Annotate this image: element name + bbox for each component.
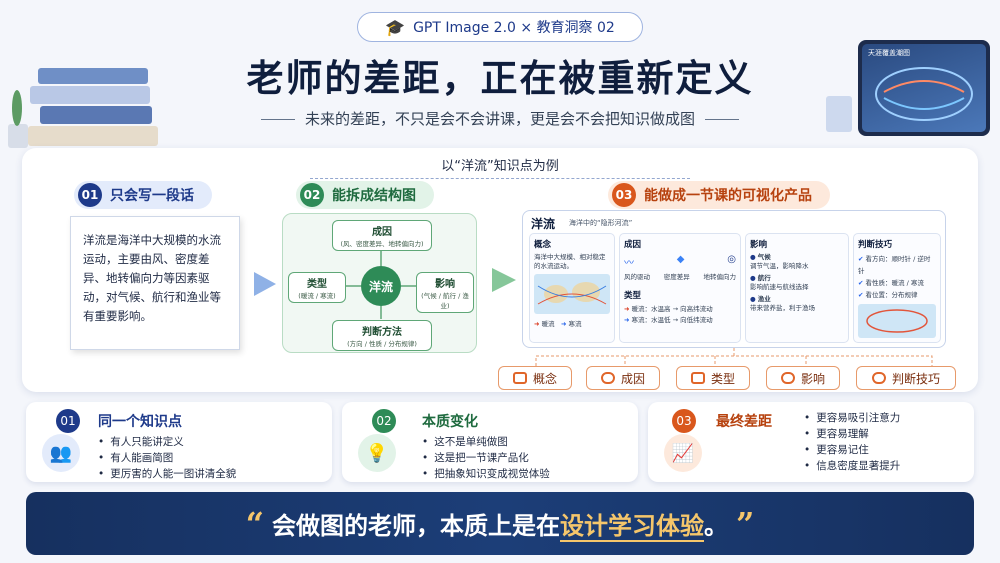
step-2-label: 能拆成结构图: [332, 188, 416, 204]
fish-icon: ●: [750, 295, 756, 303]
mind-map-cause: 成因(风、密度差异、地转偏向力): [332, 220, 432, 251]
product-skills: 判断技巧 ✔ 看方向：顺时针 / 逆时针 ✔ 看性质：暖流 / 寒流 ✔ 看位置…: [853, 233, 941, 343]
globe-icon: ◎: [727, 254, 736, 265]
product-subtitle: 海洋中的“隐形河流”: [569, 219, 633, 227]
insight-2-number: 02: [372, 409, 396, 433]
graduation-cap-icon: 🎓: [385, 17, 406, 37]
wind-icon: 〰: [624, 258, 634, 269]
book-icon: [512, 372, 527, 384]
ocean-circulation-map-icon: [858, 304, 936, 338]
insight-1-number: 01: [56, 409, 80, 433]
thermometer-icon: ●: [750, 253, 756, 261]
product-title: 洋流: [531, 217, 556, 231]
insight-card-1: 01 同一个知识点 👥 有人只能讲定义有人能画简图更厉害的人能一图讲清全貌: [26, 402, 332, 482]
step-2: 02 能拆成结构图: [296, 181, 434, 209]
product-concept: 概念 海洋中大规模、相对稳定的水流运动。 ➜ 暖流 ➜ 寒流: [529, 233, 615, 343]
insight-3-number: 03: [672, 409, 696, 433]
step-3: 03 能做成一节课的可视化产品: [608, 181, 830, 209]
mind-map-method: 判断方法(方向 / 性质 / 分布规律): [332, 320, 432, 351]
insight-1-title: 同一个知识点: [98, 414, 182, 430]
banner-text: 会做图的老师，本质上是在设计学习体验。: [272, 511, 728, 542]
page-title: 老师的差距，正在被重新定义: [246, 56, 754, 100]
bar-chart-icon: 📈: [664, 434, 702, 472]
visual-product: 洋流 海洋中的“隐形河流” 概念 海洋中大规模、相对稳定的水流运动。 ➜ 暖流 …: [522, 210, 946, 348]
arrow-right-icon: [492, 268, 516, 292]
mind-map-connectors: [346, 251, 416, 319]
open-quote: “: [245, 504, 264, 543]
cube-icon: ◆: [676, 254, 685, 265]
paragraph-card: 洋流是海洋中大规模的水流运动，主要由风、密度差异、地转偏向力等因素驱动，对气候、…: [70, 216, 240, 350]
example-label: 以“洋流”知识点为例: [310, 155, 690, 179]
world-map-icon: [534, 274, 610, 314]
arrow-right-icon: [254, 272, 276, 296]
compass-icon: [871, 372, 886, 384]
insight-2-title: 本质变化: [422, 414, 478, 430]
step-3-number: 03: [612, 183, 636, 207]
insight-2-list: 这不是单纯做图这是把一节课产品化把抽象知识变成视觉体验: [422, 434, 550, 482]
step-3-label: 能做成一节课的可视化产品: [644, 188, 812, 204]
step-1-number: 01: [78, 183, 102, 207]
mind-map-effect: 影响(气候 / 航行 / 渔业): [416, 272, 474, 313]
lightbulb-icon: 💡: [358, 434, 396, 472]
insight-3-list: 更容易吸引注意力更容易理解更容易记住信息密度显著提升: [804, 410, 900, 474]
conclusion-banner: “ 会做图的老师，本质上是在设计学习体验。 ”: [26, 492, 974, 555]
insight-card-3: 03 最终差距 📈 更容易吸引注意力更容易理解更容易记住信息密度显著提升: [648, 402, 974, 482]
header-badge: 🎓 GPT Image 2.0 × 教育洞察 02: [357, 12, 643, 42]
tag-concept: 概念: [498, 366, 572, 390]
product-cause-types: 成因 〰 ◆ ◎ 风的驱动密度差异地转偏向力 类型 ➜ 暖流：水温高 → 向高纬…: [619, 233, 741, 343]
header-badge-text: GPT Image 2.0 × 教育洞察 02: [413, 20, 615, 36]
tag-connectors: [535, 348, 933, 366]
step-1: 01 只会写一段话: [74, 181, 212, 209]
ship-icon: ●: [750, 274, 756, 282]
tag-skills: 判断技巧: [856, 366, 956, 390]
close-quote: ”: [736, 504, 755, 543]
insight-3-title: 最终差距: [716, 414, 772, 430]
tag-cause: 成因: [586, 366, 660, 390]
users-icon: 👥: [42, 434, 80, 472]
page-subtitle: 未来的差距，不只是会不会讲课，更是会不会把知识做成图: [0, 108, 1000, 129]
product-effect: 影响 ● 气候调节气温，影响降水 ● 航行影响航速与航线选择 ● 渔业带来营养盐…: [745, 233, 849, 343]
tag-type: 类型: [676, 366, 750, 390]
mind-map-type: 类型(暖流 / 寒流): [288, 272, 346, 303]
mind-map-center: 洋流: [361, 266, 401, 306]
tag-effect: 影响: [766, 366, 840, 390]
tablet-title: 天涯覆盖潮图: [868, 49, 910, 57]
insight-card-2: 02 本质变化 💡 这不是单纯做图这是把一节课产品化把抽象知识变成视觉体验: [342, 402, 638, 482]
insight-1-list: 有人只能讲定义有人能画简图更厉害的人能一图讲清全貌: [98, 434, 236, 482]
step-2-number: 02: [300, 183, 324, 207]
wind-icon: [600, 372, 615, 384]
grid-icon: [690, 372, 705, 384]
step-1-label: 只会写一段话: [110, 188, 194, 204]
globe-icon: [780, 372, 795, 384]
